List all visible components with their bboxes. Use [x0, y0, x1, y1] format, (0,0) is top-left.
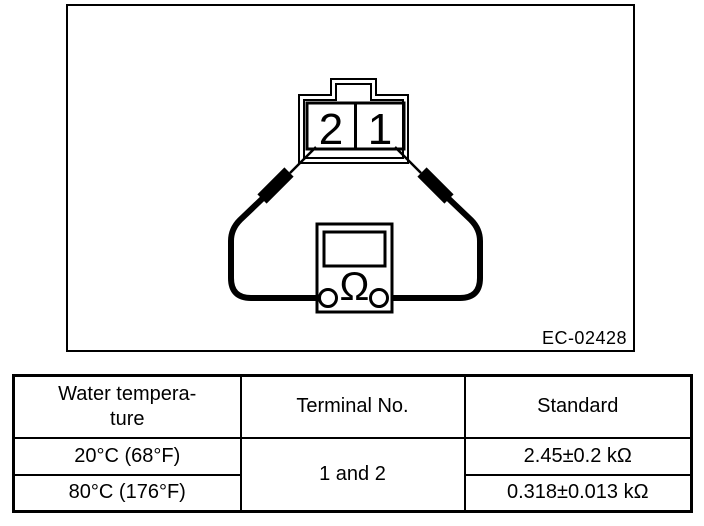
left-probe-tip-icon	[289, 146, 317, 174]
ohmmeter-terminal-left	[318, 288, 338, 308]
ohm-symbol: Ω	[340, 265, 370, 309]
ohmmeter-terminal-right	[369, 288, 389, 308]
terminal-no-value: 1 and 2	[239, 436, 466, 513]
terminal-1-label: 1	[368, 105, 392, 154]
figure-code-label: EC-02428	[541, 328, 627, 348]
standard-value: 2.45±0.2 kΩ	[463, 436, 693, 476]
left-test-lead-wire	[228, 196, 323, 301]
header-standard: Standard	[463, 374, 693, 439]
terminal-2-label: 2	[319, 105, 343, 154]
connector-outer-outline	[298, 78, 409, 164]
right-probe-tip-icon	[394, 146, 422, 174]
left-probe-icon	[257, 167, 294, 204]
header-terminal-no: Terminal No.	[239, 374, 466, 439]
resistance-check-diagram: 2 1 Ω	[228, 78, 483, 314]
temperature-value: 20°C (68°F)	[12, 436, 242, 476]
ohmmeter-display	[322, 230, 387, 268]
figure-box: 2 1 Ω EC	[66, 4, 635, 352]
header-water-temperature: Water tempera- ture	[12, 374, 242, 439]
right-test-lead-wire	[384, 196, 483, 301]
table-row: 80°C (176°F) 0.318±0.013 kΩ	[12, 473, 693, 513]
table-header-row: Water tempera- ture Terminal No. Standar…	[12, 374, 693, 439]
standard-value: 0.318±0.013 kΩ	[463, 473, 693, 513]
spec-table: Water tempera- ture Terminal No. Standar…	[12, 374, 693, 513]
right-probe-icon	[417, 167, 454, 204]
table-row: 20°C (68°F) 1 and 2 2.45±0.2 kΩ	[12, 436, 693, 513]
temperature-value: 80°C (176°F)	[12, 473, 242, 513]
